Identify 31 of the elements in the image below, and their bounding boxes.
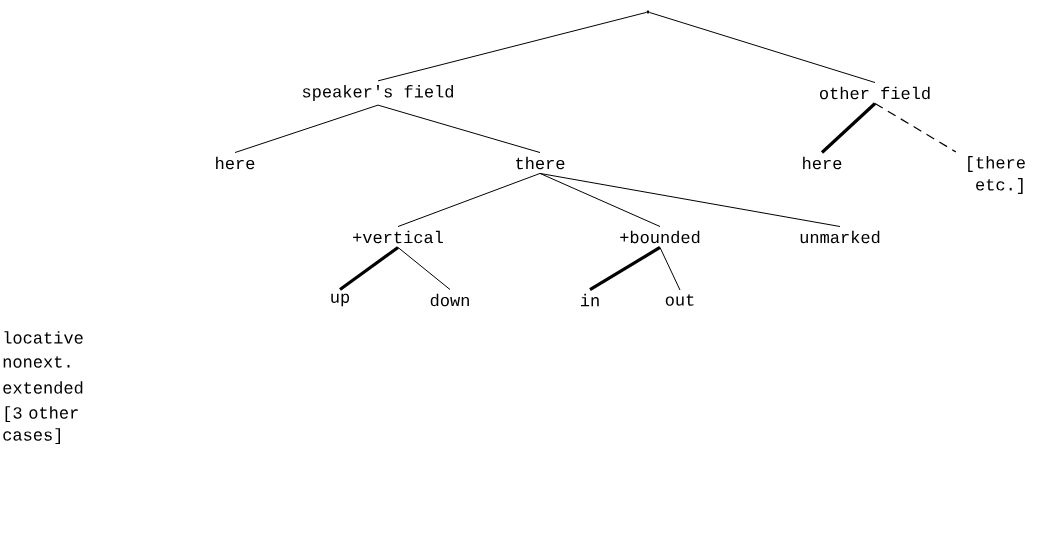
- tree-label: +bounded: [620, 230, 700, 244]
- tree-label: here: [803, 156, 842, 170]
- case-label: extended: [3, 381, 83, 394]
- case-label: [3 other cases]: [3, 406, 78, 445]
- tree-label: here: [216, 156, 255, 170]
- case-label: locative: [4, 331, 83, 344]
- tree-branch: [589, 246, 661, 291]
- tree-branch: [339, 246, 399, 291]
- tree-label: there: [516, 156, 565, 170]
- tree-label: [there etc.]: [968, 156, 1025, 194]
- tree-label: down: [430, 293, 469, 307]
- tree-branch: [234, 104, 379, 154]
- tree-branch: [539, 172, 841, 227]
- case-label: nonext.: [3, 356, 70, 368]
- tree-branch: [649, 12, 876, 83]
- tree-branch: [874, 102, 957, 153]
- tree-branch: [539, 172, 661, 227]
- tree-label: +vertical: [353, 230, 443, 244]
- tree-label: in: [581, 293, 599, 307]
- tree-branch: [397, 246, 451, 290]
- tree-branch: [397, 172, 541, 228]
- tree-branch: [820, 102, 877, 154]
- tree-branch: [377, 104, 541, 154]
- tree-label: other field: [819, 86, 930, 100]
- tree-label: speaker's field: [302, 85, 453, 101]
- tree-branch: [377, 11, 647, 82]
- tree-label: out: [665, 294, 694, 306]
- tree-label: up: [331, 293, 350, 307]
- branch-point: [646, 10, 650, 14]
- tree-branch: [659, 246, 681, 291]
- tree-label: unmarked: [800, 230, 880, 244]
